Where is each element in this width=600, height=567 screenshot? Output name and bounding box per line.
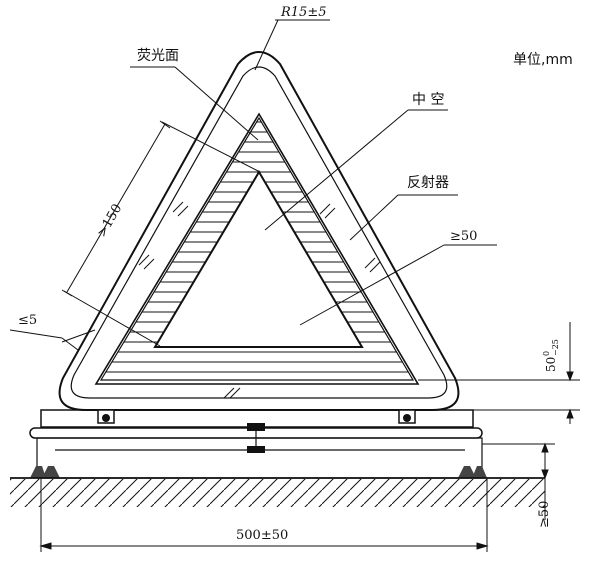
hollow-center xyxy=(153,170,364,348)
label-base-length: 500±50 xyxy=(236,528,288,543)
label-side-min: >150 xyxy=(94,202,125,240)
dimension-ground xyxy=(482,442,555,520)
label-width-min: ≥50 xyxy=(450,229,477,244)
svg-text:−25: −25 xyxy=(551,339,560,356)
label-hollow: 中 空 xyxy=(412,92,444,108)
ground xyxy=(10,477,545,507)
label-fluorescent: 荧光面 xyxy=(137,47,179,64)
glass-marks xyxy=(138,201,381,399)
stand-base xyxy=(29,409,487,479)
svg-text:50: 50 xyxy=(544,357,558,372)
dimension-base-length xyxy=(39,478,489,552)
svg-text:0: 0 xyxy=(542,351,551,356)
dimension-height xyxy=(418,322,580,424)
label-ground-min: ≥50 xyxy=(537,501,552,528)
dimension-side-length xyxy=(61,120,261,347)
label-height-tolerance: 50 0 −25 xyxy=(542,339,560,372)
fluorescent-band xyxy=(94,112,420,385)
label-edge-max: ≤5 xyxy=(18,313,37,328)
leader-lines xyxy=(130,19,497,326)
dimension-edge xyxy=(9,329,96,351)
unit-label: 单位,mm xyxy=(513,52,573,68)
outer-frame xyxy=(58,51,460,411)
label-radius: R15±5 xyxy=(280,5,327,20)
label-reflector: 反射器 xyxy=(407,175,449,191)
